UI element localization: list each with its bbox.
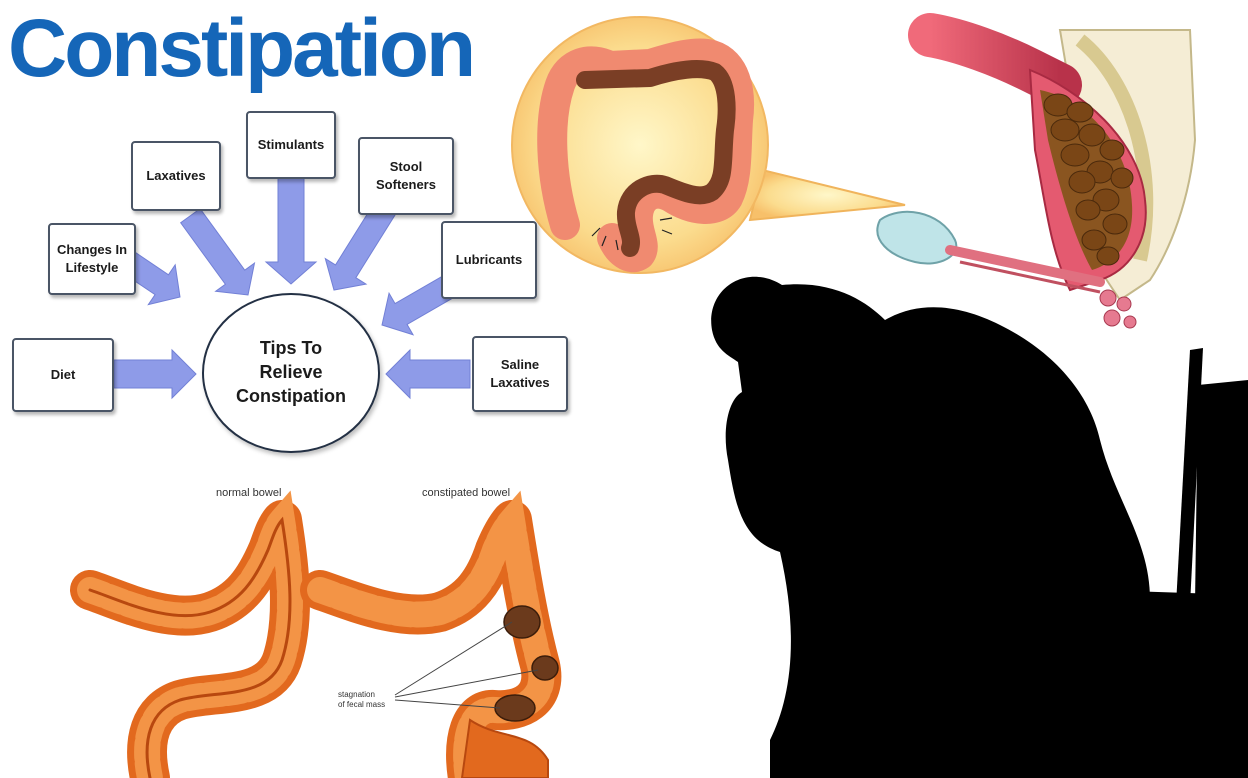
constipated-bowel-label: constipated bowel — [422, 487, 511, 499]
arrow-icon — [264, 175, 318, 285]
rectum-cross-section-icon — [876, 13, 1197, 329]
normal-bowel-illustration — [70, 490, 310, 778]
tip-box-changes-in-lifestyle: Changes In Lifestyle — [48, 223, 136, 295]
colon-bubble — [511, 16, 906, 274]
tip-box-stimulants: Stimulants — [246, 111, 336, 179]
arrow-icon — [385, 348, 471, 400]
fecal-mass-annotation: stagnation of fecal mass — [338, 690, 386, 709]
tip-box-saline-laxatives: Saline Laxatives — [472, 336, 568, 412]
colon-icon — [537, 38, 755, 273]
arrow-icon — [179, 207, 256, 296]
arrow-group — [101, 175, 471, 400]
arrow-icon — [113, 348, 197, 400]
page-title: Constipation — [8, 3, 476, 94]
tip-box-laxatives: Laxatives — [131, 141, 221, 211]
center-hub: Tips To Relieve Constipation — [202, 293, 380, 453]
normal-bowel-label: normal bowel — [216, 487, 282, 499]
person-silhouette-icon — [711, 276, 1248, 778]
tip-box-stool-softeners: Stool Softeners — [358, 137, 454, 215]
tip-box-diet: Diet — [12, 338, 114, 412]
tip-box-lubricants: Lubricants — [441, 221, 537, 299]
constipated-bowel-illustration — [300, 490, 562, 778]
